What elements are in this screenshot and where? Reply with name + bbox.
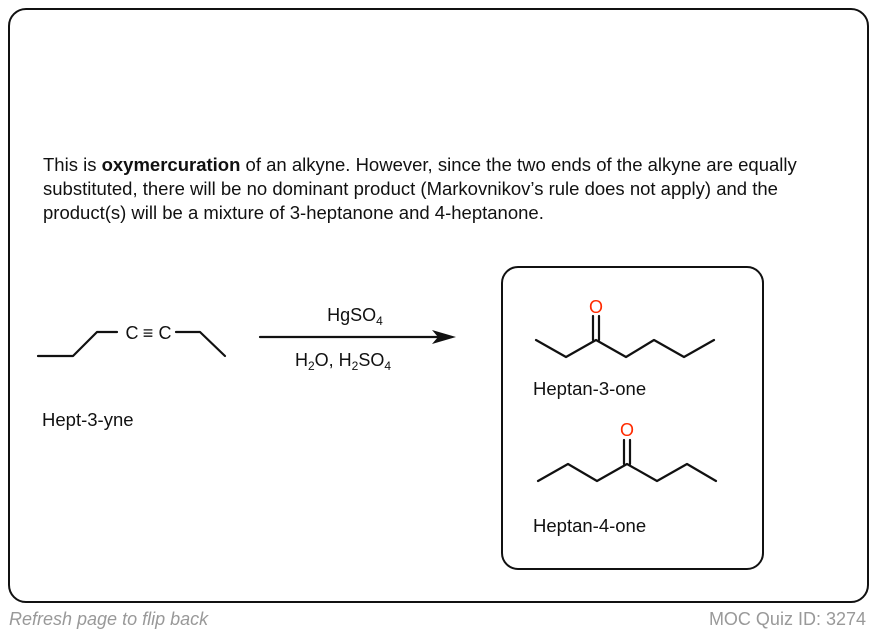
alkyne-carbon-1: C (126, 323, 139, 343)
explanation-prefix: This is (43, 154, 102, 175)
reagent-conditions: H2O, H2SO4 (295, 350, 391, 373)
reactant-right-chain (174, 330, 227, 358)
reagent-hgso4: HgSO4 (327, 305, 383, 328)
products-box (501, 266, 764, 570)
product1-label: Heptan-3-one (533, 378, 647, 399)
arrow-head (432, 330, 456, 344)
triple-bond: ≡ (143, 323, 154, 343)
flip-back-hint: Refresh page to flip back (9, 609, 209, 629)
explanation-bold: oxymercuration (101, 154, 241, 175)
product1-oxygen: O (589, 297, 603, 317)
product1-chain (534, 338, 716, 359)
product2-label: Heptan-4-one (533, 515, 647, 536)
quiz-id: MOC Quiz ID: 3274 (708, 609, 866, 629)
flashcard (8, 8, 869, 603)
product2-chain (536, 462, 718, 483)
reactant-label: Hept-3-yne (42, 409, 134, 430)
explanation-text: This is oxymercuration of an alkyne. How… (43, 153, 833, 225)
explanation-suffix: of an alkyne. However, since the two end… (43, 154, 797, 223)
product2-oxygen: O (620, 420, 634, 440)
reactant-left-chain (36, 330, 119, 358)
alkyne-carbon-2: C (159, 323, 172, 343)
